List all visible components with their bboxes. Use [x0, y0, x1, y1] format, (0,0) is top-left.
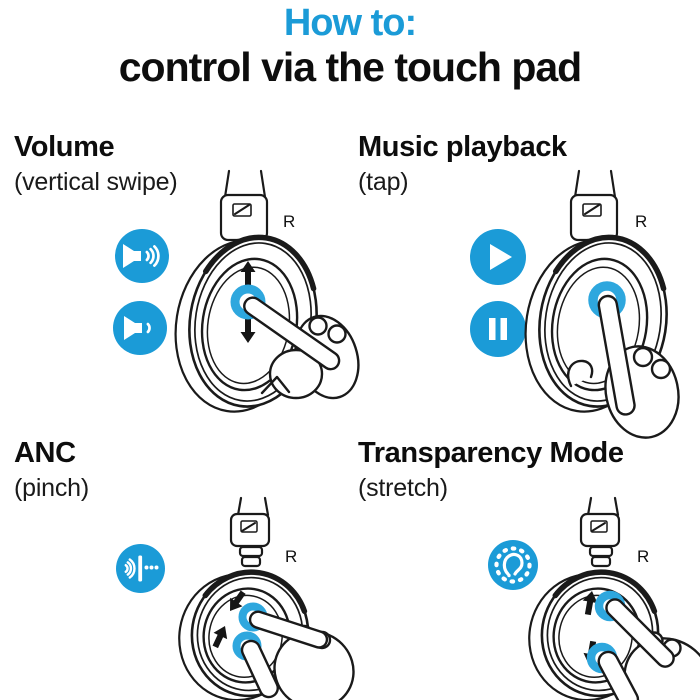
- anc-noise-cancel-icon: [116, 544, 165, 593]
- hand-two-fingers: [240, 610, 355, 700]
- pinch-up-arrow: [212, 626, 228, 649]
- illustration-volume: R: [174, 169, 360, 413]
- illustration-anc: R: [178, 496, 355, 700]
- right-ear-marker: R: [283, 212, 295, 231]
- section-title: ANC: [14, 437, 76, 469]
- stretch-up-arrow: [582, 591, 598, 616]
- section-title: Volume: [14, 131, 115, 163]
- section-title: Music playback: [358, 131, 567, 163]
- page-title: control via the touch pad: [118, 44, 582, 90]
- transparency-ear-icon: [488, 540, 538, 590]
- section-subtitle: (vertical swipe): [14, 168, 178, 196]
- section-label-volume: Volume (vertical swipe): [14, 130, 178, 197]
- illustration-transparency-mode: R: [528, 496, 700, 700]
- volume-down-icon: [113, 301, 167, 355]
- swipe-up-arrow: [240, 261, 256, 285]
- section-subtitle: (pinch): [14, 474, 90, 502]
- pinch-down-arrow: [230, 590, 246, 611]
- pause-icon: [470, 301, 526, 357]
- right-ear-marker: R: [635, 212, 647, 231]
- swipe-down-arrow: [240, 319, 256, 343]
- page-title-accent: How to:: [283, 2, 417, 44]
- section-subtitle: (tap): [358, 168, 409, 196]
- section-subtitle: (stretch): [358, 474, 448, 502]
- hand-one-finger: [243, 296, 360, 400]
- section-label-transparency-mode: Transparency Mode (stretch): [358, 436, 624, 503]
- hand-one-finger: [567, 294, 680, 439]
- headband-strap: [579, 496, 621, 568]
- touch-pad: [550, 257, 649, 392]
- section-title: Transparency Mode: [358, 437, 624, 469]
- section-label-music-playback: Music playback (tap): [358, 130, 567, 197]
- illustration-music-playback: R: [524, 169, 680, 439]
- play-icon: [470, 229, 526, 285]
- right-ear-marker: R: [285, 547, 297, 566]
- section-label-anc: ANC (pinch): [14, 436, 89, 503]
- hand-two-fingers: [597, 598, 700, 700]
- volume-up-icon: [115, 229, 169, 283]
- headband-strap: [229, 496, 271, 568]
- right-ear-marker: R: [637, 547, 649, 566]
